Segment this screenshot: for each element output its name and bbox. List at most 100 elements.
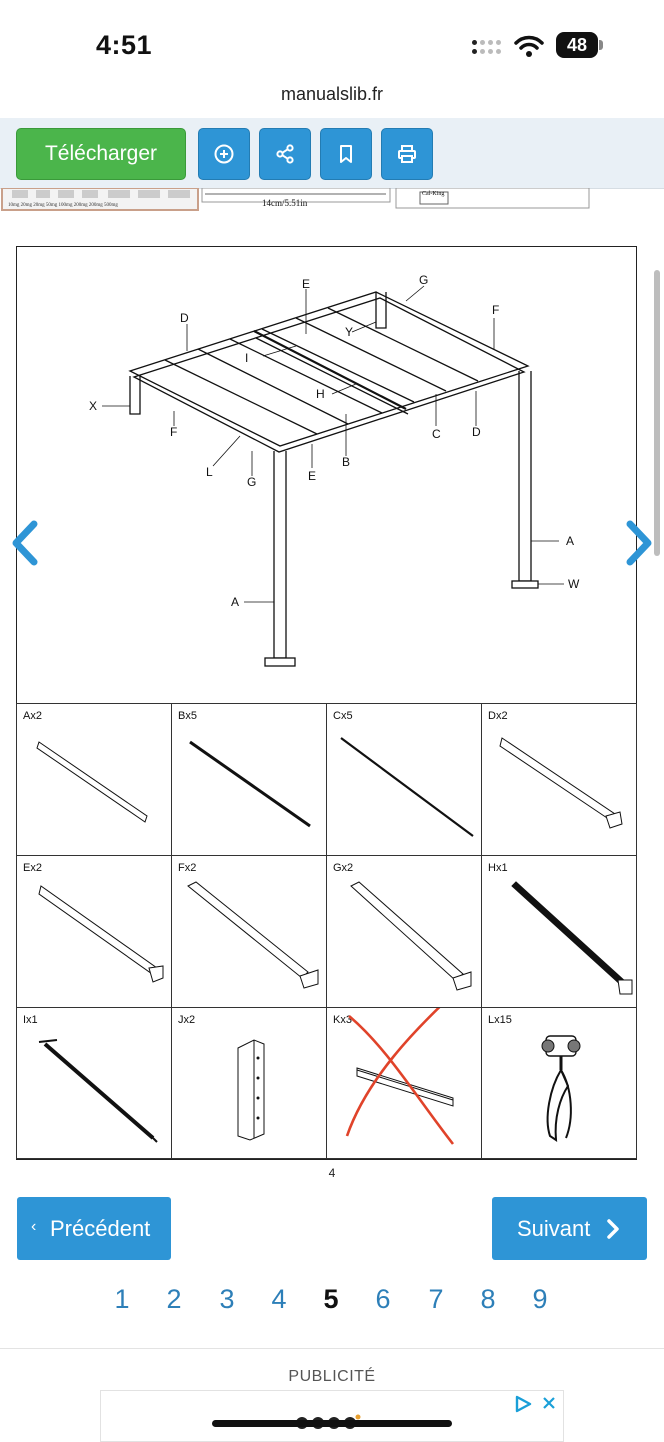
chevron-left-icon: ‹ — [31, 1218, 37, 1235]
part-cell-g: Gx2 — [326, 855, 482, 1008]
part-label: Fx2 — [178, 862, 197, 874]
part-label: Kx3 — [333, 1014, 352, 1026]
svg-text:X: X — [89, 399, 97, 413]
ad-choices-icon[interactable] — [513, 1394, 533, 1414]
svg-text:C: C — [432, 427, 441, 441]
part-e-drawing — [38, 885, 164, 983]
page-link-7[interactable]: 7 — [428, 1284, 444, 1314]
part-label: Ex2 — [23, 862, 42, 874]
chevron-right-icon — [626, 520, 652, 566]
home-indicator[interactable] — [212, 1420, 452, 1427]
zoom-in-button[interactable] — [198, 128, 250, 180]
svg-text:E: E — [302, 277, 310, 291]
download-button[interactable]: Télécharger — [16, 128, 186, 180]
next-label: Suivant — [517, 1216, 591, 1241]
part-label: Hx1 — [488, 862, 508, 874]
part-cell-c: Cx5 — [326, 703, 482, 856]
previous-label: Précédent — [50, 1216, 151, 1241]
battery-icon: 48 — [556, 32, 598, 58]
svg-text:H: H — [316, 387, 325, 401]
svg-text:G: G — [419, 273, 428, 287]
previous-page-strip: 10mg 20mg 20mg 50mg 100mg 200mg 200mg 50… — [0, 188, 664, 216]
part-label: Lx15 — [488, 1014, 512, 1026]
ad-close-icon[interactable] — [541, 1395, 557, 1411]
part-cell-k: Kx3 — [326, 1007, 482, 1159]
part-k-drawing — [345, 1008, 455, 1145]
part-cell-l: Lx15 — [481, 1007, 637, 1159]
svg-text:E: E — [308, 469, 316, 483]
bookmark-button[interactable] — [320, 128, 372, 180]
part-f-drawing — [187, 881, 319, 989]
part-d-drawing — [499, 737, 623, 829]
svg-text:B: B — [342, 455, 350, 469]
page-link-1[interactable]: 1 — [114, 1284, 130, 1314]
previous-button[interactable]: ‹ Précédent — [17, 1197, 171, 1260]
part-cell-e: Ex2 — [16, 855, 172, 1008]
wifi-icon — [514, 34, 544, 58]
page-link-4[interactable]: 4 — [271, 1284, 287, 1314]
address-bar-url[interactable]: manualslib.fr — [280, 84, 384, 104]
part-cell-f: Fx2 — [171, 855, 327, 1008]
part-cell-d: Dx2 — [481, 703, 637, 856]
manual-page-number: 4 — [328, 1166, 336, 1180]
svg-text:I: I — [245, 351, 248, 365]
svg-text:G: G — [247, 475, 256, 489]
part-label: Bx5 — [178, 710, 197, 722]
svg-text:F: F — [492, 303, 499, 317]
battery-tip — [599, 40, 603, 50]
parts-grid: Ax2 Bx5 Cx5 Dx2 Ex2 Fx2 Gx2 Hx1 Ix1 Jx2 … — [16, 703, 637, 1159]
cross-out-mark — [348, 1015, 455, 1145]
next-page-arrow[interactable] — [622, 518, 658, 568]
part-cell-a: Ax2 — [16, 703, 172, 856]
svg-text:W: W — [568, 577, 580, 591]
part-cell-b: Bx5 — [171, 703, 327, 856]
next-button[interactable]: Suivant — [492, 1197, 647, 1260]
zoom-in-icon — [214, 144, 234, 164]
part-label: Gx2 — [333, 862, 354, 874]
page-link-6[interactable]: 6 — [375, 1284, 391, 1314]
strip-measure-text: 14cm/5.51in — [262, 198, 308, 208]
part-c-drawing — [340, 737, 474, 837]
scrollbar[interactable] — [654, 270, 660, 556]
page-link-8[interactable]: 8 — [480, 1284, 496, 1314]
page-link-9[interactable]: 9 — [532, 1284, 548, 1314]
svg-text:A: A — [566, 534, 574, 548]
part-label: Dx2 — [488, 710, 508, 722]
svg-text:D: D — [180, 311, 189, 325]
page-link-3[interactable]: 3 — [219, 1284, 235, 1314]
print-icon — [398, 145, 416, 163]
divider — [0, 1348, 664, 1349]
page-link-current: 5 — [323, 1284, 339, 1314]
status-time: 4:51 — [96, 30, 153, 60]
svg-text:10mg 20mg 20mg 50mg 100mg 200m: 10mg 20mg 20mg 50mg 100mg 200mg 200mg 50… — [8, 203, 118, 208]
chevron-left-icon — [12, 520, 38, 566]
svg-text:A: A — [231, 595, 239, 609]
svg-text:L: L — [206, 465, 213, 479]
part-cell-i: Ix1 — [16, 1007, 172, 1159]
svg-text:D: D — [472, 425, 481, 439]
ad-label: PUBLICITÉ — [288, 1368, 376, 1385]
part-l-drawing — [541, 1035, 581, 1142]
part-label: Ax2 — [23, 710, 42, 722]
page-number-list: 1 2 3 4 5 6 7 8 9 — [0, 1284, 664, 1318]
cellular-signal-icon — [472, 40, 506, 58]
print-button[interactable] — [381, 128, 433, 180]
svg-text:F: F — [170, 425, 177, 439]
part-cell-h: Hx1 — [481, 855, 637, 1008]
strip-label: Cal-King — [422, 191, 445, 197]
part-label: Jx2 — [178, 1014, 196, 1026]
pergola-assembly-diagram: E G D F Y I X H F C D L G E B A W A — [16, 246, 635, 703]
part-g-drawing — [350, 881, 472, 991]
share-button[interactable] — [259, 128, 311, 180]
part-h-drawing — [511, 881, 633, 995]
page-link-2[interactable]: 2 — [166, 1284, 182, 1314]
part-i-drawing — [38, 1039, 158, 1143]
part-b-drawing — [189, 740, 311, 828]
part-j-drawing — [237, 1039, 265, 1141]
part-label: Cx5 — [333, 710, 353, 722]
chevron-right-icon — [607, 1219, 619, 1239]
part-cell-j: Jx2 — [171, 1007, 327, 1159]
previous-page-arrow[interactable] — [6, 518, 42, 568]
share-icon — [276, 144, 294, 164]
bookmark-icon — [340, 145, 352, 163]
